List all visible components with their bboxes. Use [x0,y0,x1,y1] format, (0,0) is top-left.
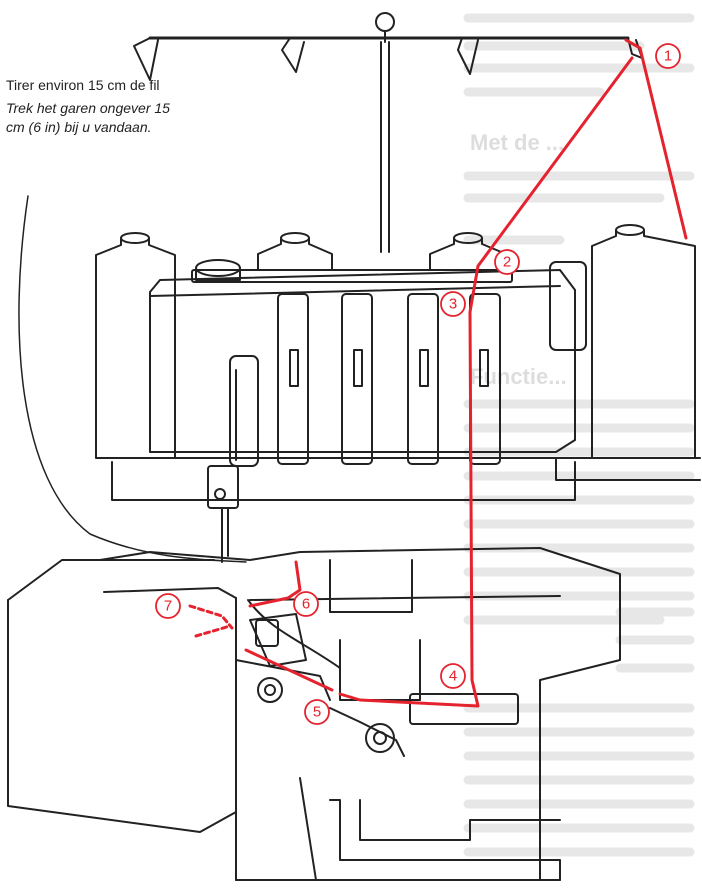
callout-leader-line [18,195,247,563]
instruction-dutch: Trek het garen ongever 15 cm (6 in) bij … [6,100,170,135]
step-1-label: 1 [664,48,672,65]
bleed-heading-1: Met de ... [470,130,564,155]
step-3-label: 3 [449,296,457,313]
spool-2 [257,232,333,271]
instruction-callout: Tirer environ 15 cm de fil Trek het gare… [6,76,181,141]
step-7-label: 7 [164,598,172,615]
spool-1 [95,232,176,459]
bleed-heading-2: Functie... [470,364,567,389]
machine-front-panel [7,547,621,881]
step-2-label: 2 [503,254,511,271]
step-4-label: 4 [449,668,457,685]
spool-4 [591,224,696,459]
step-6-label: 6 [302,596,310,613]
step-5-label: 5 [313,704,321,721]
instruction-french: Tirer environ 15 cm de fil [6,77,160,93]
thread-path [188,38,688,708]
step-markers [155,43,681,725]
needle-assembly [207,355,259,563]
machine-top-housing [103,259,701,501]
